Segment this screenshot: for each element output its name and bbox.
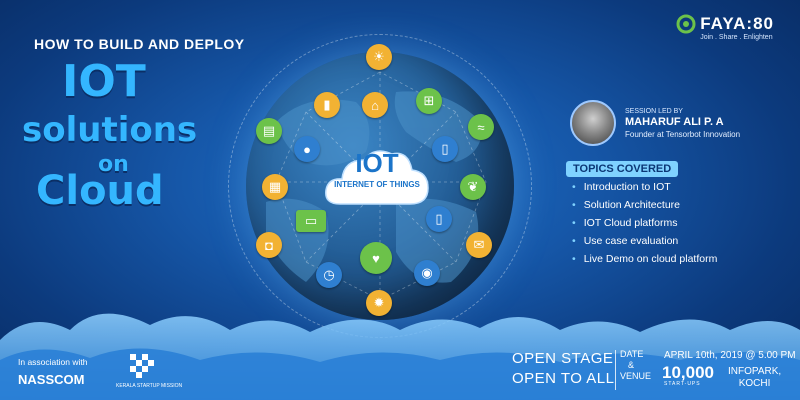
- car-icon: ●: [294, 136, 320, 162]
- calendar-icon: ▦: [262, 174, 288, 200]
- 10000-startups-logo: 10,000: [662, 363, 714, 382]
- headline-solutions: solutions: [22, 110, 198, 150]
- iot-globe: ☀ ⌂ ⊞ ≈ ▮ ▯ ❦ ▤ ● ▦ ▭ ▯ ◘ ✉ ◷ ♥ ◉ ✹: [228, 34, 532, 338]
- faya-logo-icon: [676, 14, 696, 34]
- speaker-role: Founder at Tensorbot Innovation: [625, 130, 741, 139]
- leaf-icon: ❦: [460, 174, 486, 200]
- headline-kicker: HOW TO BUILD AND DEPLOY: [34, 36, 245, 52]
- open-to-all-text: OPEN TO ALL: [512, 370, 615, 387]
- chart-icon: ▤: [256, 118, 282, 144]
- laptop-icon: ▭: [296, 210, 326, 232]
- phone-icon: ▯: [432, 136, 458, 162]
- cart-icon: ⊞: [416, 88, 442, 114]
- ksum-label: KERALA STARTUP MISSION: [116, 383, 183, 389]
- association-label: In association with: [18, 357, 88, 367]
- lock-icon: ◘: [256, 232, 282, 258]
- headline-cloud: Cloud: [36, 168, 164, 214]
- topic-item: Live Demo on cloud platform: [572, 250, 718, 268]
- topics-heading: TOPICS COVERED: [566, 161, 679, 177]
- nasscom-logo: NASSCOM: [18, 372, 85, 387]
- heartbeat-icon: ♥: [360, 242, 392, 274]
- date-venue-amp: &: [628, 360, 635, 370]
- logo-tagline: Join . Share . Enlighten: [700, 34, 773, 41]
- venue-line-2: KOCHI: [738, 378, 771, 389]
- headline-on: on: [98, 152, 129, 177]
- wifi-icon: ≈: [468, 114, 494, 140]
- event-venue: INFOPARK, KOCHI: [728, 366, 781, 390]
- session-label: SESSION LED BY: [625, 108, 683, 115]
- footer-divider: [615, 350, 616, 390]
- cloud-subtitle: INTERNET OF THINGS: [334, 180, 420, 189]
- 10000-startups-sub: START-UPS: [664, 381, 701, 387]
- logo-name: FAYA:80: [700, 14, 774, 33]
- cloud-graphic: [325, 150, 429, 205]
- mail-icon: ✉: [466, 232, 492, 258]
- topic-item: IOT Cloud platforms: [572, 214, 717, 232]
- topic-item: Introduction to IOT: [572, 178, 717, 196]
- headline-iot: IOT: [62, 56, 146, 107]
- faya-logo: FAYA:80 Join . Share . Enlighten: [676, 14, 774, 41]
- camera-icon: ◉: [414, 260, 440, 286]
- door-icon: ▯: [426, 206, 452, 232]
- settings-icon: ✹: [366, 290, 392, 316]
- speaker-name: MAHARUF ALI P. A: [625, 116, 724, 128]
- thermometer-icon: ▮: [314, 92, 340, 118]
- topic-item: Use case evaluation: [572, 232, 717, 250]
- speaker-avatar: [570, 100, 616, 146]
- venue-label: VENUE: [620, 371, 652, 381]
- home-icon: ⌂: [362, 92, 388, 118]
- sun-icon: ☀: [366, 44, 392, 70]
- bottom-clouds: [0, 313, 800, 400]
- ksum-logo: [130, 354, 154, 378]
- clock-icon: ◷: [316, 262, 342, 288]
- venue-line-1: INFOPARK,: [728, 366, 782, 377]
- cloud-title: IOT: [355, 148, 399, 178]
- topics-list: Introduction to IOT Solution Architectur…: [572, 178, 718, 268]
- date-label: DATE: [620, 349, 644, 359]
- event-datetime: APRIL 10th, 2019 @ 5.00 PM: [664, 350, 796, 361]
- topic-item: Solution Architecture: [572, 196, 717, 214]
- open-stage-text: OPEN STAGE: [512, 350, 614, 367]
